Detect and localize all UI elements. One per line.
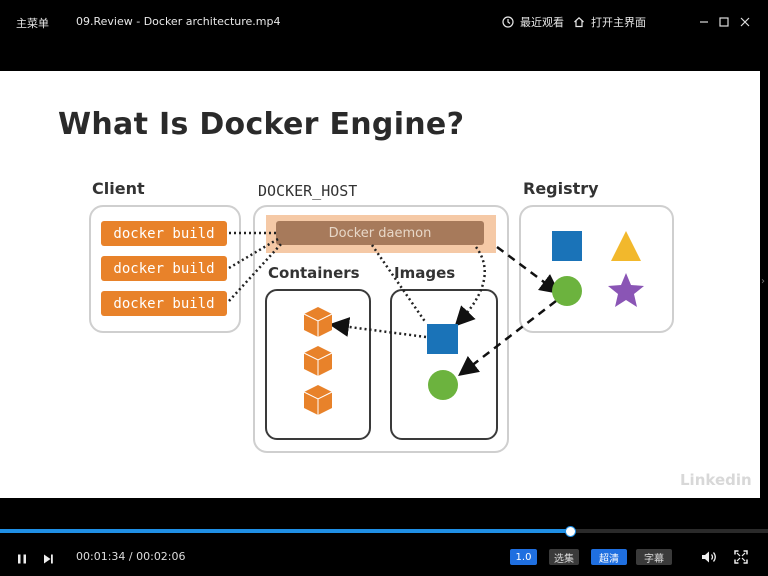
playback-time: 00:01:34 / 00:02:06 (76, 550, 186, 563)
minimize-icon (700, 21, 708, 23)
pause-button[interactable] (16, 550, 28, 569)
docker-host-label: DOCKER_HOST (258, 182, 358, 200)
clock-icon (502, 16, 514, 28)
recent-watched-label: 最近观看 (520, 16, 564, 29)
container-cube-icon (303, 307, 333, 337)
image-container-arrow (329, 317, 427, 339)
video-file-title: 09.Review - Docker architecture.mp4 (76, 15, 281, 28)
subtitles-button[interactable]: 字幕 (636, 549, 672, 565)
client-daemon-connector (228, 237, 279, 270)
docker-daemon-bar: Docker daemon (276, 221, 484, 245)
current-time: 00:01:34 (76, 550, 126, 563)
slide-title: What Is Docker Engine? (58, 107, 465, 142)
images-label: Images (394, 264, 456, 282)
daemon-registry-arrow (496, 245, 561, 294)
registry-image-arrow (458, 300, 557, 377)
image-square-icon (427, 324, 458, 354)
diagram-overlay (228, 231, 644, 415)
progress-handle[interactable] (564, 526, 576, 537)
container-cube-icon (303, 346, 333, 376)
daemon-image-connector (454, 246, 486, 327)
next-icon (44, 554, 53, 564)
daemon-image-connector (370, 244, 428, 324)
docker-build-command: docker build (101, 291, 227, 316)
total-time: 00:02:06 (136, 550, 186, 563)
episodes-button[interactable]: 选集 (549, 549, 579, 565)
image-circle-icon (428, 370, 458, 400)
registry-box (519, 205, 674, 333)
progress-bar[interactable] (0, 526, 768, 537)
video-frame[interactable]: What Is Docker Engine? Client DOCKER_HOS… (0, 71, 760, 498)
recent-watched-button[interactable]: 最近观看 (502, 13, 564, 31)
open-main-window-button[interactable]: 打开主界面 (573, 13, 646, 31)
registry-triangle-icon (611, 231, 641, 261)
fullscreen-icon (734, 550, 748, 564)
docker-build-command: docker build (101, 221, 227, 246)
docker-build-command: docker build (101, 256, 227, 281)
maximize-button[interactable] (716, 14, 732, 30)
registry-square-icon (552, 231, 582, 261)
close-button[interactable] (737, 14, 753, 30)
registry-circle-icon (552, 276, 582, 306)
progress-fill (0, 529, 570, 533)
fullscreen-button[interactable] (734, 549, 748, 568)
containers-label: Containers (268, 264, 360, 282)
side-panel-toggle[interactable]: › (761, 276, 765, 287)
registry-star-icon (608, 273, 644, 307)
home-icon (574, 16, 584, 28)
images-box (390, 289, 498, 440)
title-bar: 主菜单 09.Review - Docker architecture.mp4 … (0, 0, 768, 44)
time-separator: / (125, 550, 137, 563)
next-button[interactable] (42, 550, 54, 569)
client-daemon-connector (228, 242, 283, 302)
quality-button[interactable]: 超清 (591, 549, 627, 565)
linkedin-watermark: Linkedin (680, 471, 752, 489)
client-label: Client (92, 179, 145, 198)
pause-icon (18, 554, 26, 564)
speed-button[interactable]: 1.0 (510, 549, 537, 565)
maximize-icon (719, 17, 729, 27)
close-icon (740, 17, 750, 27)
container-cube-icon (303, 385, 333, 415)
volume-button[interactable] (701, 549, 717, 568)
open-main-window-label: 打开主界面 (591, 16, 646, 29)
volume-icon (702, 551, 716, 563)
registry-label: Registry (523, 179, 599, 198)
main-menu-button[interactable]: 主菜单 (16, 17, 49, 30)
minimize-button[interactable] (696, 14, 712, 30)
